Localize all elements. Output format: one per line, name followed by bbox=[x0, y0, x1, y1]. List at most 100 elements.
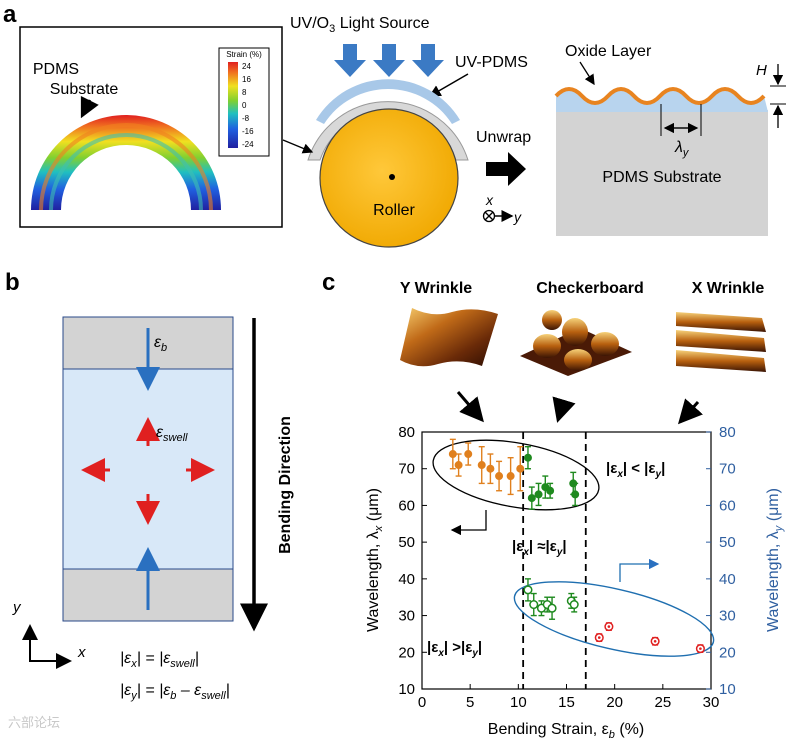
uv-pdms-pointer bbox=[428, 73, 469, 97]
amplitude-marker bbox=[770, 64, 786, 128]
y-tick-label-right: 10 bbox=[719, 681, 736, 698]
panel-b-label: b bbox=[5, 269, 20, 296]
data-point bbox=[523, 585, 533, 595]
x-axis-title: Bending Strain, εb (%) bbox=[488, 721, 644, 741]
data-point bbox=[546, 486, 555, 495]
y-axis-right-title: Wavelength, λy (μm) bbox=[765, 488, 785, 632]
x-wrinkle-pointer bbox=[677, 398, 703, 425]
colorbar-title: Strain (%) bbox=[226, 50, 262, 59]
axes-legend-b bbox=[22, 624, 72, 669]
y-tick-label-right: 30 bbox=[719, 608, 736, 625]
y-tick-label-left: 40 bbox=[398, 571, 415, 588]
x-tick-label: 25 bbox=[654, 694, 671, 711]
colorbar-tick-label: -16 bbox=[242, 127, 254, 136]
ellipse-lambda-x bbox=[432, 439, 600, 511]
colorbar-tick-label: 8 bbox=[242, 88, 247, 97]
y-wrinkle-title: Y Wrinkle bbox=[400, 280, 472, 297]
colorbar-tick-label: 24 bbox=[242, 62, 251, 71]
uv-arrows bbox=[334, 44, 444, 77]
data-point bbox=[529, 600, 539, 610]
x-tick-label: 0 bbox=[418, 694, 426, 711]
bending-direction-label: Bending Direction bbox=[277, 416, 294, 554]
data-point bbox=[486, 464, 495, 473]
data-point bbox=[464, 450, 473, 459]
wavelength-marker bbox=[660, 104, 702, 136]
y-wrinkle-pointer bbox=[456, 391, 484, 423]
y-tick-label-left: 30 bbox=[398, 608, 415, 625]
data-point bbox=[527, 494, 536, 503]
panel-a-label: a bbox=[3, 1, 17, 28]
checkerboard-pointer bbox=[552, 396, 576, 423]
data-point bbox=[523, 453, 532, 462]
unwrap-arrow bbox=[486, 152, 526, 186]
unwrap-label: Unwrap bbox=[476, 129, 531, 146]
x-wrinkle-image bbox=[676, 312, 766, 372]
axis-legend-into-page bbox=[482, 209, 514, 223]
y-tick-label-right: 60 bbox=[719, 497, 736, 514]
substrate-label-2: Substrate bbox=[50, 81, 119, 98]
strain-schematic bbox=[62, 316, 234, 622]
data-point bbox=[569, 600, 579, 610]
colorbar-tick-label: -24 bbox=[242, 140, 254, 149]
y-tick-label-left: 10 bbox=[398, 681, 415, 698]
substrate-label-1: PDMS bbox=[33, 61, 79, 78]
data-point bbox=[448, 450, 457, 459]
y-tick-label-left: 20 bbox=[398, 644, 415, 661]
data-point bbox=[571, 490, 580, 499]
y-tick-label-right: 80 bbox=[719, 424, 736, 441]
data-point-center bbox=[699, 647, 702, 650]
axis-legend-x: x bbox=[485, 192, 494, 208]
colorbar bbox=[228, 62, 238, 148]
equation-x: |εx| = |εswell| bbox=[120, 650, 199, 670]
x-tick-label: 10 bbox=[510, 694, 527, 711]
region-mid-label: |εx| ≈|εy| bbox=[512, 538, 567, 558]
colorbar-tick-label: -8 bbox=[242, 114, 250, 123]
data-point bbox=[495, 472, 504, 481]
y-tick-label-right: 20 bbox=[719, 644, 736, 661]
y-axis-left-title: Wavelength, λx (μm) bbox=[365, 488, 385, 632]
x-axis-ticks: 0 5 10 15 20 25 30 bbox=[418, 684, 720, 711]
checkerboard-image bbox=[520, 310, 632, 376]
eps-swell-label: εswell bbox=[156, 424, 188, 444]
x-tick-label: 20 bbox=[606, 694, 623, 711]
data-point-center bbox=[597, 636, 601, 639]
eps-b-label: εb bbox=[154, 334, 167, 354]
y-tick-label-right: 40 bbox=[719, 571, 736, 588]
watermark: 六部论坛 bbox=[8, 715, 60, 730]
data-point bbox=[547, 603, 557, 613]
data-point bbox=[454, 461, 463, 470]
data-point bbox=[506, 472, 515, 481]
y-wrinkle-image bbox=[400, 308, 498, 367]
x-tick-label: 30 bbox=[703, 694, 720, 711]
left-axis-indicator bbox=[450, 510, 487, 536]
data-points bbox=[448, 438, 705, 654]
oxide-layer-pointer bbox=[579, 61, 595, 86]
data-point-center bbox=[607, 625, 611, 628]
fem-to-roller-arrow bbox=[282, 139, 314, 154]
y-tick-label-right: 70 bbox=[719, 461, 736, 478]
regime-boundaries bbox=[522, 432, 587, 689]
region-left-label: |εx| >|εy| bbox=[427, 639, 482, 659]
roller-label: Roller bbox=[373, 202, 415, 219]
x-tick-label: 5 bbox=[466, 694, 474, 711]
wavelength-label: λy bbox=[674, 139, 690, 159]
oxide-layer-label: Oxide Layer bbox=[565, 43, 652, 60]
ellipse-lambda-y bbox=[513, 581, 715, 657]
y-tick-label-left: 80 bbox=[398, 424, 415, 441]
roller-assembly: Roller bbox=[307, 79, 469, 248]
right-axis-indicator bbox=[619, 558, 660, 582]
x-wrinkle-title: X Wrinkle bbox=[692, 280, 765, 297]
colorbar-tick-label: 16 bbox=[242, 75, 251, 84]
x-tick-label: 15 bbox=[558, 694, 575, 711]
axis-legend-y: y bbox=[513, 209, 522, 225]
y-tick-label-left: 70 bbox=[398, 461, 415, 478]
axis-b-y: y bbox=[12, 599, 22, 616]
region-right-label: |εx| < |εy| bbox=[606, 460, 665, 480]
wrinkled-block: PDMS Substrate bbox=[554, 87, 768, 236]
data-point-center bbox=[653, 639, 657, 643]
